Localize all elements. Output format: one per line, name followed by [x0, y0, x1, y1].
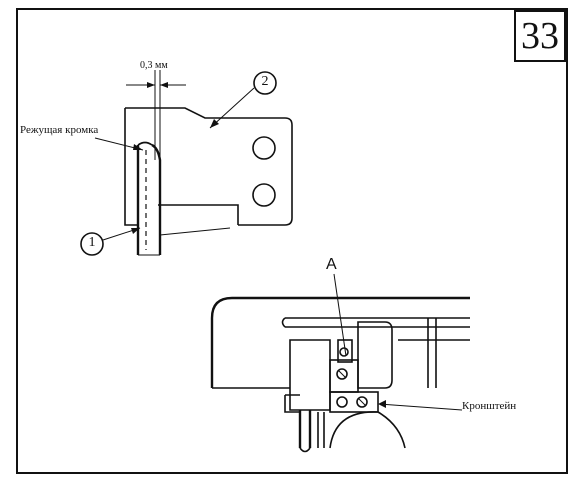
- bracket-leader: [379, 403, 463, 411]
- right-guide: [427, 318, 437, 388]
- callout-2-leader: [209, 87, 255, 129]
- page-number: 33: [514, 10, 566, 62]
- side-knob: [284, 394, 300, 413]
- callout-2-circle: [253, 71, 277, 95]
- dimension-arrowhead-right: [160, 82, 168, 88]
- figure-frame: [16, 8, 568, 474]
- point-a-label: A: [326, 256, 337, 273]
- bracket-label: Кронштейн: [462, 400, 517, 412]
- top-figure: [80, 70, 293, 256]
- bracket-block: [329, 391, 379, 413]
- upper-screw-a: [339, 347, 349, 357]
- point-a-leader: [333, 273, 347, 357]
- upper-screw-block: [337, 339, 353, 363]
- upper-knife-left-edge: [124, 140, 138, 226]
- callout-1-circle: [80, 232, 104, 256]
- lower-knife-right-edge: [151, 143, 162, 255]
- needle-bar: [298, 410, 312, 448]
- callout-1-number: 1: [88, 235, 96, 250]
- lower-knife-leader-line: [159, 227, 231, 236]
- clamp-screw-1: [336, 368, 348, 380]
- dimension-arrowhead-left: [147, 82, 155, 88]
- horizontal-bar: [285, 317, 470, 328]
- lower-arc-body: [329, 411, 406, 449]
- bottom-figure: [210, 273, 470, 453]
- upper-knife-step: [158, 204, 239, 225]
- clamp-screw-1-slot: [337, 369, 347, 379]
- cutting-edge-leader-arrowhead: [133, 144, 143, 150]
- knife-holder: [357, 321, 393, 389]
- upper-knife-outline: [124, 107, 293, 226]
- bracket-leader-arrowhead: [378, 400, 386, 408]
- gap-dimension-label: 0,3 мм: [140, 60, 168, 71]
- bracket-screw-2: [356, 396, 368, 408]
- callout-2-arrowhead: [210, 119, 219, 128]
- machine-bed-outline: [210, 296, 470, 388]
- lower-knife-tip: [137, 141, 153, 146]
- callout-2-number: 2: [261, 74, 269, 89]
- needle-bar-tip: [299, 447, 311, 453]
- horizontal-bar-end: [281, 317, 286, 328]
- upper-knife-hole-top: [252, 136, 276, 160]
- cutting-edge-label: Режущая кромка: [20, 124, 99, 136]
- callout-1-arrowhead: [131, 228, 140, 234]
- carrier-block: [289, 339, 331, 411]
- bracket-screw-2-slot: [357, 397, 367, 407]
- upper-knife-hole-bottom: [252, 183, 276, 207]
- bracket-screw-1: [336, 396, 348, 408]
- lower-shaft: [317, 412, 325, 448]
